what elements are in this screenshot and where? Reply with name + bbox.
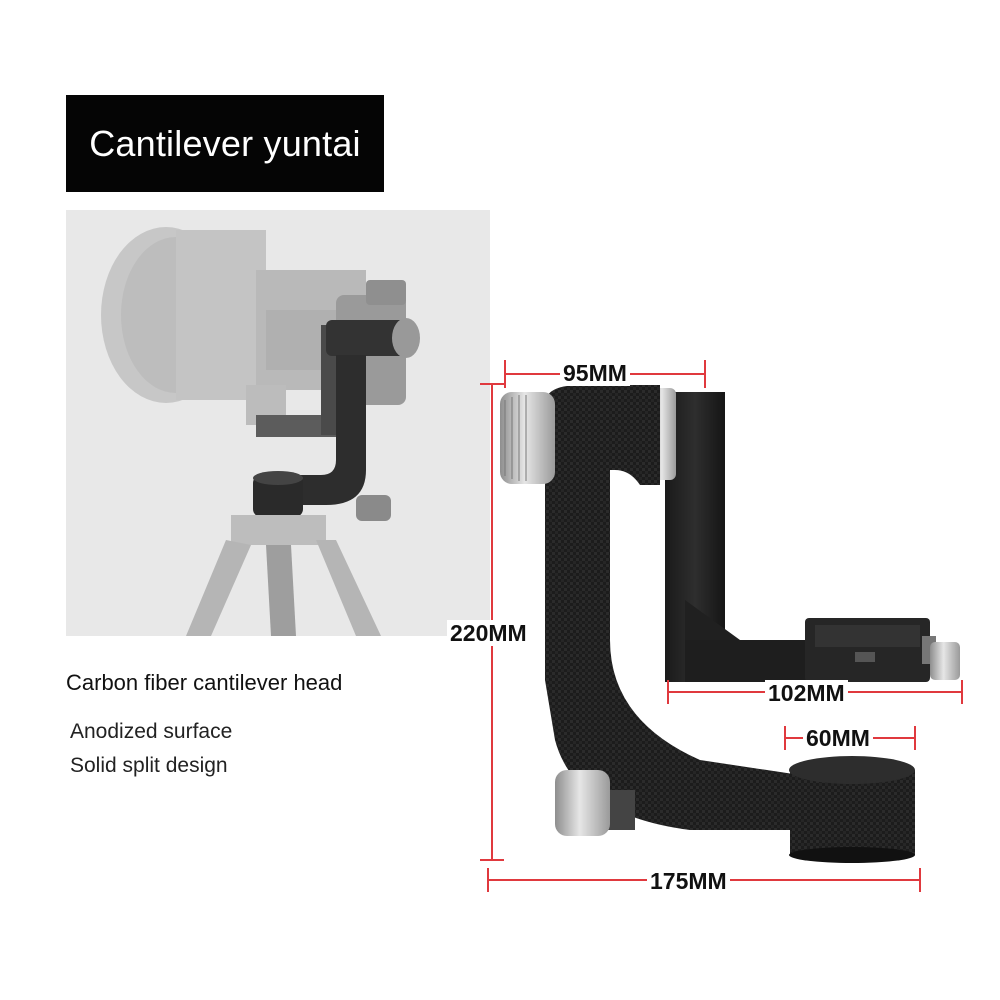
title-banner: Cantilever yuntai [66, 95, 384, 192]
page-title: Cantilever yuntai [89, 122, 361, 164]
dimension-base-diameter: 60MM [803, 725, 873, 751]
feature-item: Anodized surface [70, 720, 233, 743]
feature-item: Solid split design [70, 754, 228, 777]
camera-on-tripod-illustration [101, 227, 420, 636]
dimension-height: 220MM [447, 620, 530, 646]
product-heading: Carbon fiber cantilever head [66, 670, 343, 695]
dimension-total-width: 175MM [647, 868, 730, 894]
dimension-top-width: 95MM [560, 360, 630, 386]
usage-photo [66, 210, 490, 636]
dimension-plate-length: 102MM [765, 680, 848, 706]
